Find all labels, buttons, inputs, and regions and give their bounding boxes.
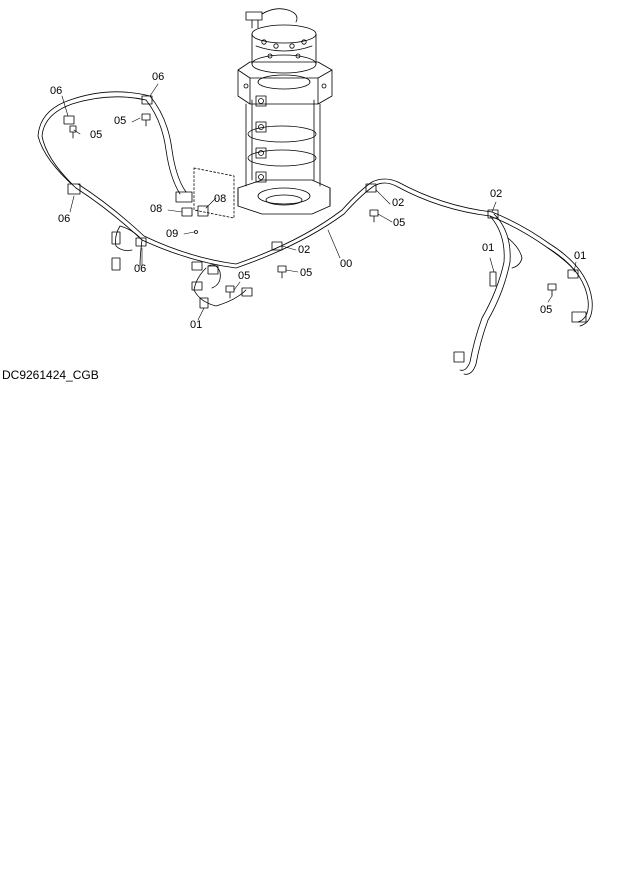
clamp-parts bbox=[63, 95, 587, 363]
callout-08-left: 08 bbox=[150, 203, 163, 215]
callout-09: 09 bbox=[166, 228, 179, 240]
callout-02-center: 02 bbox=[298, 244, 311, 256]
callout-02-joint: 02 bbox=[392, 197, 405, 209]
callout-06-lower: 06 bbox=[134, 263, 147, 275]
callout-01-far-right: 01 bbox=[574, 250, 587, 262]
callout-05-joint: 05 bbox=[393, 217, 406, 229]
callout-08-right: 08 bbox=[214, 193, 227, 205]
leader-lines bbox=[61, 83, 577, 321]
main-harness bbox=[37, 91, 593, 375]
callout-05-top: 05 bbox=[114, 115, 127, 127]
callout-05-left: 05 bbox=[90, 129, 103, 141]
callout-00-harness: 00 bbox=[340, 258, 353, 270]
callout-05-far-right: 05 bbox=[540, 304, 553, 316]
drawing-code: DC9261424_CGB bbox=[2, 368, 99, 382]
callout-06-top: 06 bbox=[152, 71, 165, 83]
callout-06-left: 06 bbox=[58, 213, 71, 225]
callout-05-lower-left: 05 bbox=[238, 270, 251, 282]
callout-01-left: 01 bbox=[190, 319, 203, 331]
callout-06-top-left: 06 bbox=[50, 85, 63, 97]
callout-01-right: 01 bbox=[482, 242, 495, 254]
center-joint-assembly bbox=[193, 8, 333, 219]
callout-05-center: 05 bbox=[300, 267, 313, 279]
callout-02-right: 02 bbox=[490, 188, 503, 200]
